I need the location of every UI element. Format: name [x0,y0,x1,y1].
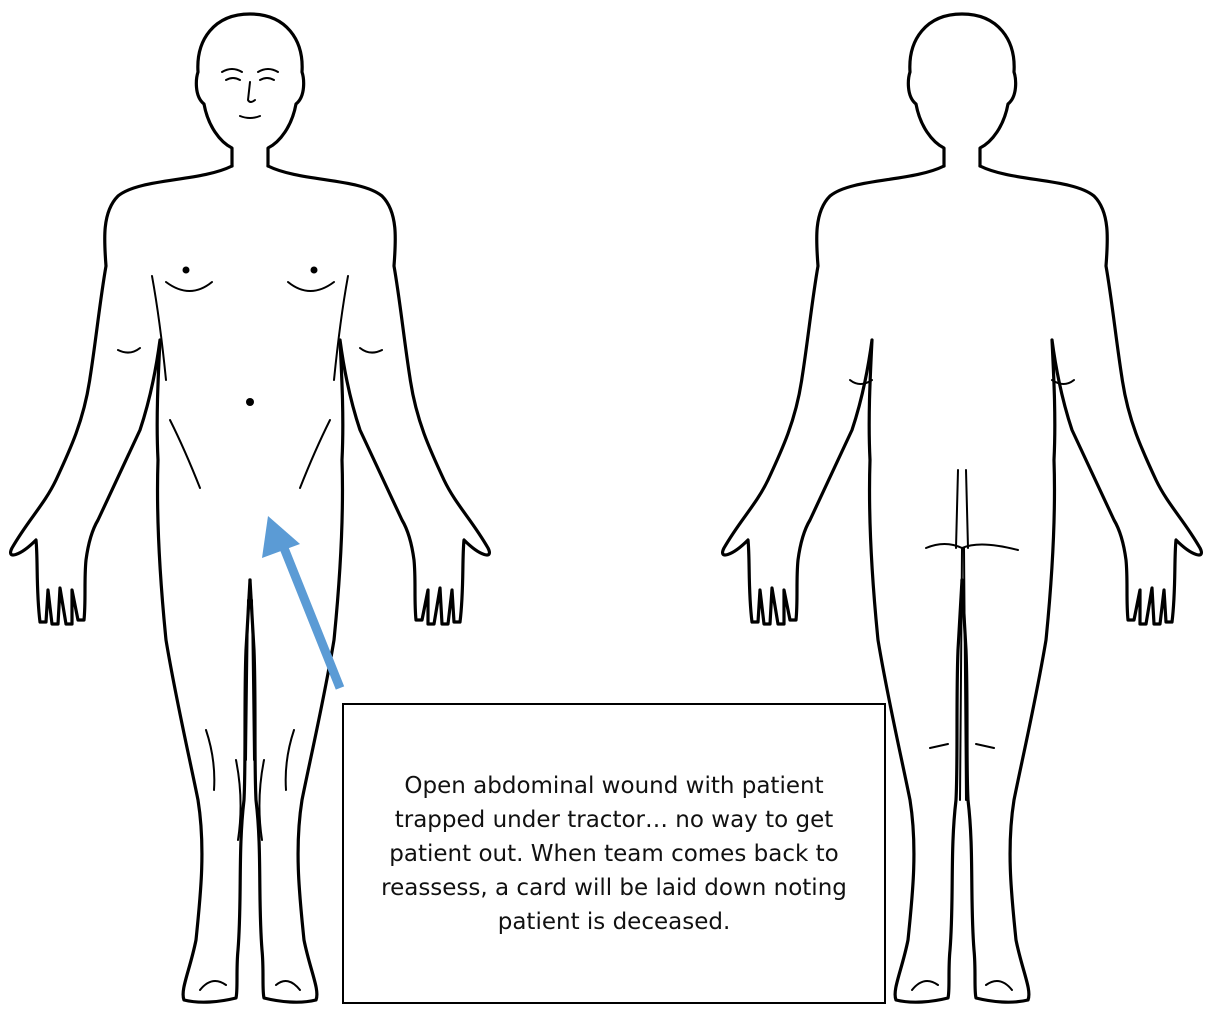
front-left-nipple [183,267,190,274]
wound-indicator-arrow [262,516,340,688]
annotation-callout-box: Open abdominal wound with patient trappe… [342,703,886,1004]
back-head [908,14,1015,166]
front-leg-details [200,600,300,990]
front-face [222,69,278,118]
front-right-nipple [311,267,318,274]
front-left-silhouette [11,166,250,1002]
arrow-shaft [284,548,340,688]
annotation-text: Open abdominal wound with patient trappe… [379,769,849,939]
back-right-silhouette [962,166,1201,1002]
front-navel [246,398,254,406]
